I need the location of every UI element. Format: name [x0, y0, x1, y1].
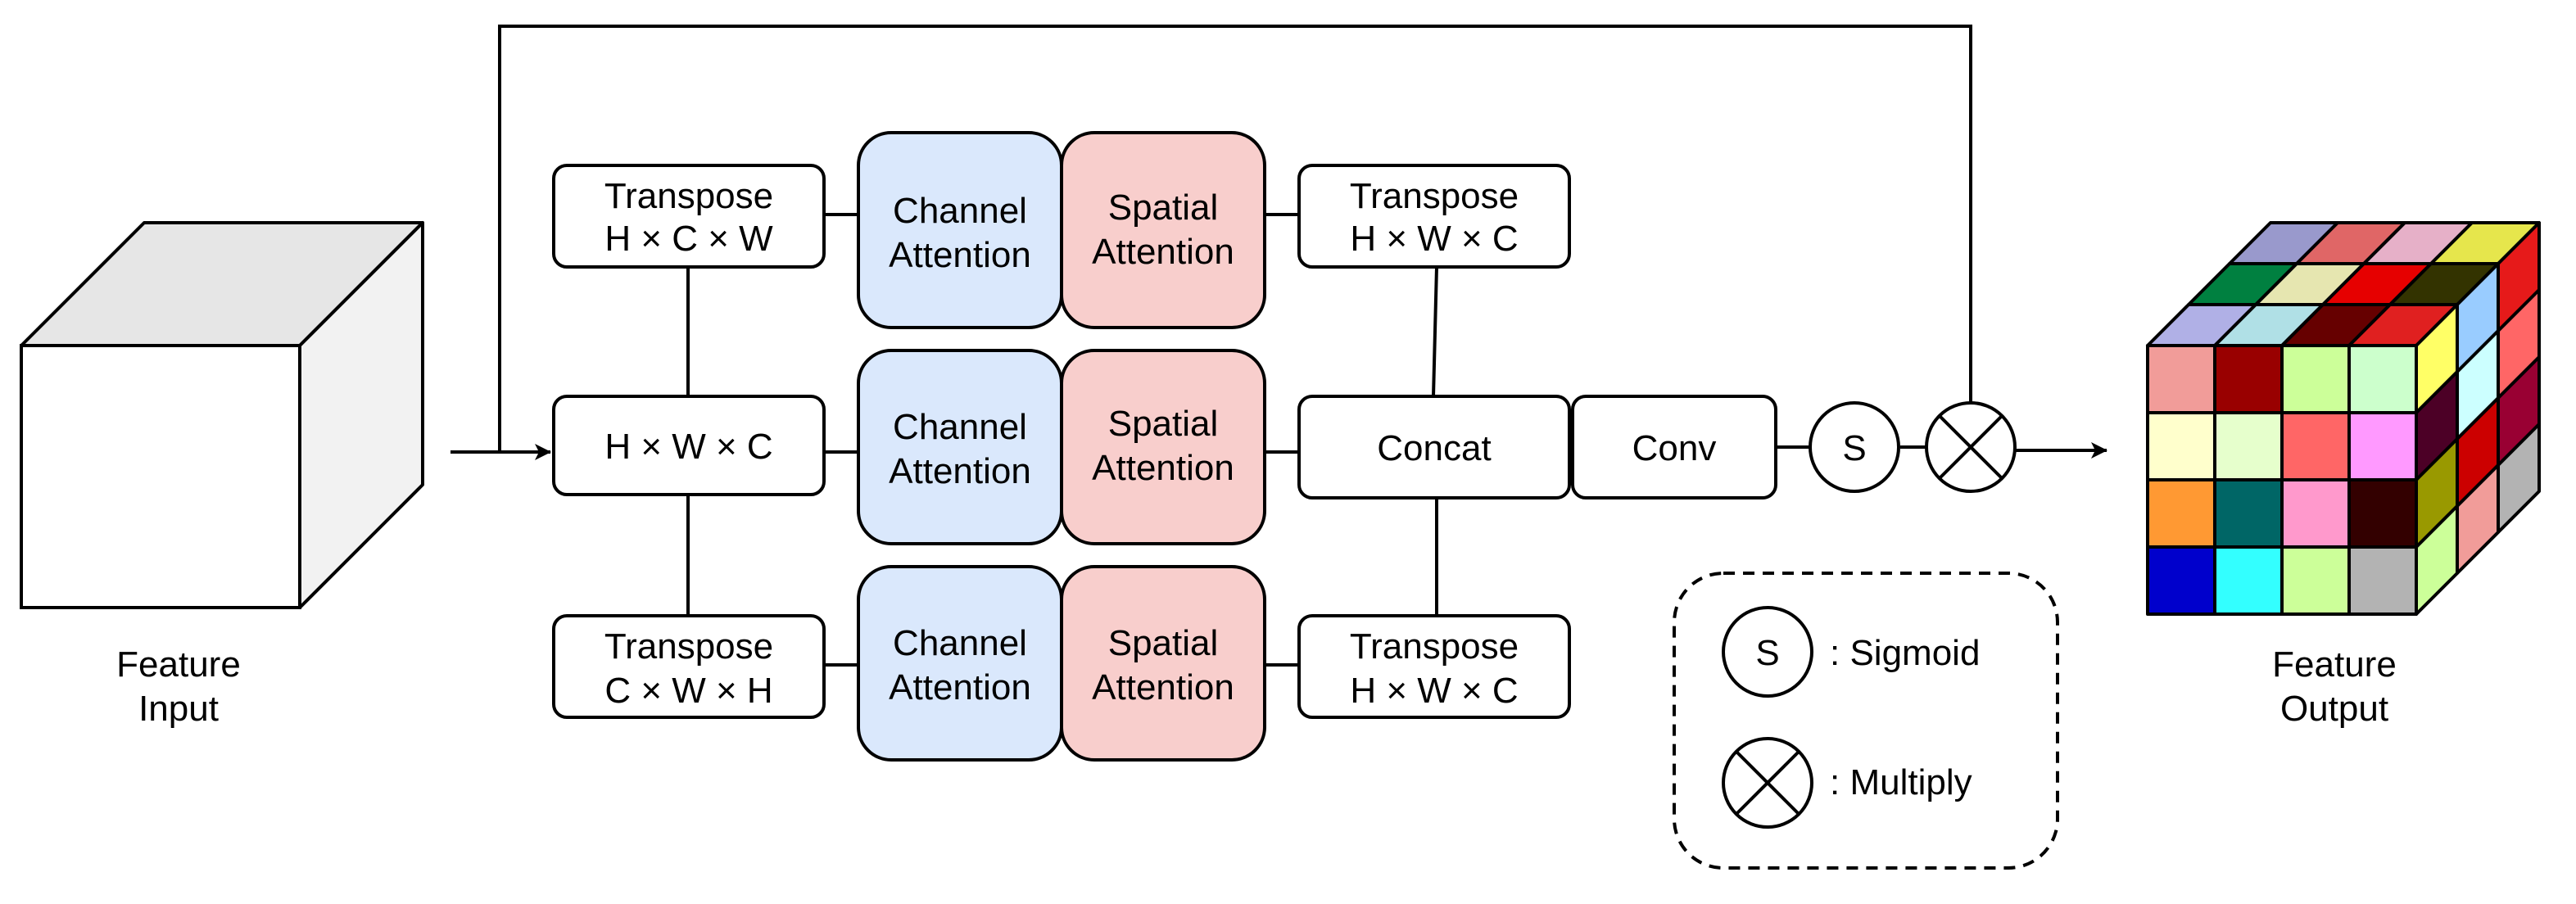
conv-label: Conv [1632, 428, 1717, 468]
channel-attention-middle-line2: Attention [889, 451, 1031, 491]
channel-attention-box-bottom [857, 565, 1063, 762]
output-cube-front-cell [2347, 478, 2418, 549]
legend-sigmoid-symbol: S [1755, 633, 1779, 673]
spatial-attention-box-middle [1060, 349, 1266, 545]
spatial-attention-box-top [1060, 131, 1266, 329]
transpose-hwc-bottom-line2: H × W × C [1350, 671, 1518, 711]
output-cube-front-cell [2213, 411, 2284, 481]
spatial-attention-top-line2: Attention [1092, 232, 1234, 272]
transpose-hwc-box-bottom [1297, 614, 1571, 719]
output-cube-front-cell [2213, 478, 2284, 549]
hwc-label: H × W × C [604, 427, 772, 467]
feature-output-label-line1: Feature [2272, 644, 2397, 685]
output-cube-side-cell [2497, 423, 2541, 534]
sigmoid-node-label: S [1842, 428, 1866, 468]
output-cube-front-cell [2280, 545, 2351, 616]
output-cube-front-cell [2146, 344, 2216, 414]
transpose-hwc-box-top [1297, 164, 1571, 269]
transpose-cwh-line2: C × W × H [604, 671, 772, 711]
connectors [450, 25, 2107, 667]
multiply-node [1925, 401, 2017, 493]
channel-attention-middle-line1: Channel [893, 407, 1027, 447]
skip-connection-line [498, 25, 1972, 452]
feature-output-cube [2146, 221, 2541, 616]
output-cube-front-cell [2347, 411, 2418, 481]
spatial-attention-box-bottom [1060, 565, 1266, 762]
spatial-attention-bottom-line1: Spatial [1108, 623, 1219, 663]
sigmoid-node [1809, 401, 1900, 493]
transpose-cwh-box [552, 614, 826, 719]
transpose-hwc-bottom-line1: Transpose [1350, 626, 1519, 667]
transpose-hwc-top-line1: Transpose [1350, 176, 1519, 216]
channel-attention-bottom-line1: Channel [893, 623, 1027, 663]
legend-multiply-icon [1722, 737, 1813, 829]
legend-box [1673, 572, 2059, 870]
feature-input-cube [20, 221, 424, 609]
output-cube-front-cell [2146, 545, 2216, 616]
output-cube-front-cell [2280, 478, 2351, 549]
feature-output-label-line2: Output [2280, 689, 2388, 729]
output-cube-front-cell [2347, 545, 2418, 616]
channel-attention-top-line1: Channel [893, 191, 1027, 231]
legend-multiply-text: : Multiply [1830, 762, 1972, 802]
output-cube-front-cell [2280, 411, 2351, 481]
feature-input-label-line2: Input [138, 689, 219, 729]
concat-box [1297, 395, 1571, 499]
spatial-attention-middle-line2: Attention [1092, 448, 1234, 488]
legend-sigmoid-icon [1722, 606, 1813, 698]
output-cube-front-cell [2347, 344, 2418, 414]
output-cube-front-cell [2213, 545, 2284, 616]
channel-attention-bottom-line2: Attention [889, 667, 1031, 707]
output-cube-front-cell [2146, 478, 2216, 549]
output-cube-front-cell [2146, 411, 2216, 481]
transpose-cwh-line1: Transpose [604, 626, 773, 667]
legend-sigmoid-text: : Sigmoid [1830, 633, 1980, 673]
hwc-box [552, 395, 826, 496]
feature-input-label-line1: Feature [116, 644, 241, 685]
transpose-hcw-line1: Transpose [604, 176, 773, 216]
transpose-hcw-line2: H × C × W [604, 219, 773, 259]
spatial-attention-top-line1: Spatial [1108, 188, 1219, 228]
input-cube-front [20, 344, 301, 609]
concat-label: Concat [1377, 428, 1491, 468]
output-cube-front-cell [2213, 344, 2284, 414]
spatial-attention-middle-line1: Spatial [1108, 404, 1219, 444]
channel-attention-box-middle [857, 349, 1063, 545]
channel-attention-top-line2: Attention [889, 235, 1031, 275]
transpose-hcw-box [552, 164, 826, 269]
spatial-attention-bottom-line2: Attention [1092, 667, 1234, 707]
link-top-output-to-concat [1432, 266, 1438, 397]
transpose-hwc-top-line2: H × W × C [1350, 219, 1518, 259]
conv-box [1571, 395, 1777, 499]
output-cube-front-cell [2280, 344, 2351, 414]
